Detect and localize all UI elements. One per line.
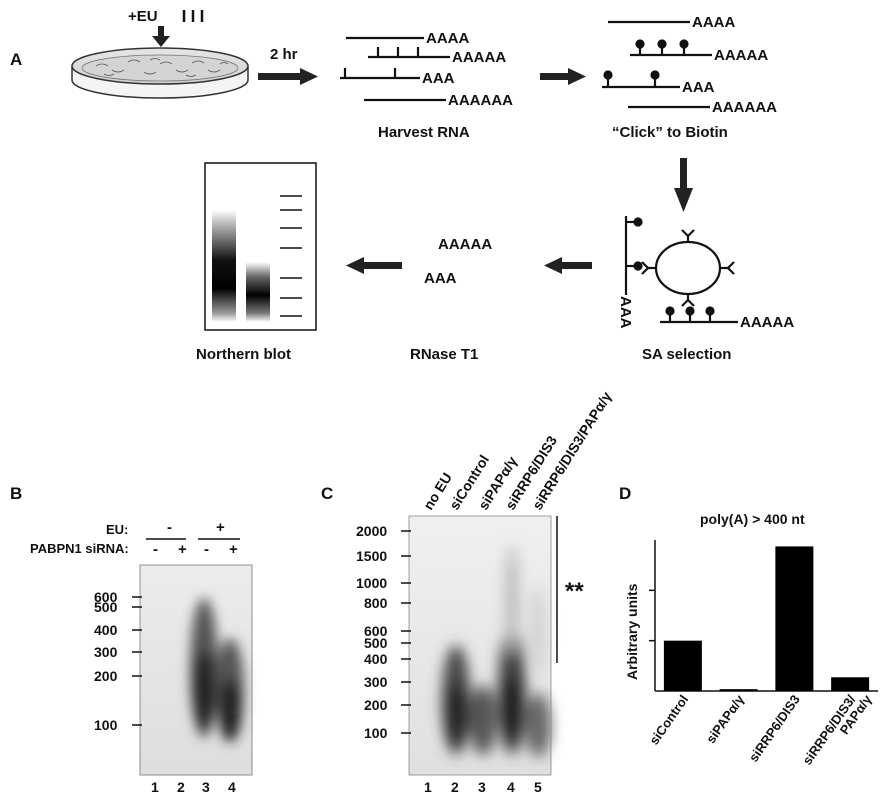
c-marker-1500: 1500 [356, 548, 388, 564]
c-marker-400: 400 [364, 651, 388, 667]
c-lane-3: 3 [478, 779, 486, 795]
c-lane-label-3: siPAPα/γ [475, 453, 520, 512]
c-lane-4: 4 [507, 779, 515, 795]
harvest-label: Harvest RNA [378, 124, 470, 141]
streptavidin-bead-icon [624, 216, 738, 324]
b-lane-1: 1 [151, 779, 159, 795]
c-marker-600: 600 [364, 623, 388, 639]
c-lane-label-4: siRRP6/DIS3 [502, 433, 560, 513]
bar [775, 546, 814, 691]
chart-axes [649, 540, 878, 692]
c-lane-5: 5 [534, 779, 542, 795]
tail-b5: AAAAA [714, 47, 768, 64]
time-label: 2 hr [270, 46, 298, 63]
c-lane-label-2: siControl [446, 452, 492, 513]
c-marker-300: 300 [364, 674, 388, 690]
tail-b3: AAA [682, 79, 715, 96]
sirna-state-4: + [229, 541, 238, 558]
left-arrow-icon [544, 257, 592, 274]
bar [663, 640, 702, 691]
eu-label: +EU [128, 8, 158, 25]
b-marker-100: 100 [94, 717, 118, 733]
sirna-state-2: + [178, 541, 187, 558]
c-marker-100: 100 [364, 725, 388, 741]
tail-a6: AAAAAA [448, 92, 513, 109]
chart-bars [663, 546, 870, 691]
eu-row-label: EU: [106, 522, 129, 537]
tail-c5: AAAAA [740, 314, 794, 331]
chart-ylabel: Arbitrary units [624, 583, 640, 680]
category-label: siPAPα/γ [703, 691, 748, 746]
c-lane-1: 1 [424, 779, 432, 795]
left-arrow-icon-2 [346, 257, 402, 274]
northern-label: Northern blot [196, 346, 291, 363]
down-arrow-icon-2 [674, 158, 693, 212]
right-arrow-icon-2 [540, 68, 586, 85]
tail-a5: AAAAA [452, 49, 506, 66]
chart-title: poly(A) > 400 nt [700, 511, 805, 527]
northern-blot-icon [204, 162, 317, 331]
panel-label-c: C [321, 484, 334, 503]
b-lane-3: 3 [202, 779, 210, 795]
tail-d5: AAAAA [438, 236, 492, 253]
click-label: “Click” to Biotin [612, 124, 728, 141]
right-arrow-icon [258, 68, 318, 85]
b-marker-300: 300 [94, 644, 118, 660]
b-marker-200: 200 [94, 668, 118, 684]
sirna-state-3: - [204, 541, 209, 558]
pabpn1-row-label: PABPN1 siRNA: [30, 541, 129, 556]
sirna-state-1: - [153, 541, 158, 558]
tail-b6: AAAAAA [712, 99, 777, 116]
category-label: siControl [646, 692, 691, 747]
bar [831, 677, 870, 691]
category-label: PAPα/γ [837, 691, 875, 737]
sa-label: SA selection [642, 346, 731, 363]
b-marker-400: 400 [94, 622, 118, 638]
tail-a4: AAAA [426, 30, 469, 47]
b-marker-500: 500 [94, 599, 118, 615]
c-lane-2: 2 [451, 779, 459, 795]
category-label: siRRP6/DIS3/ [799, 692, 858, 768]
bar [719, 689, 758, 691]
panel-label-a: A [10, 50, 23, 69]
panel-a-schematic: +EU 2 hr AAAA AAAAA AAA AAAAAA Harvest R… [71, 8, 794, 363]
tail-b4: AAAA [692, 14, 735, 31]
eu-state-minus: - [167, 519, 172, 536]
bead-tail-text: AAA [617, 296, 634, 329]
rnase-label: RNase T1 [410, 346, 478, 363]
down-arrow-icon [152, 26, 170, 47]
chart-category-labels: siControl siPAPα/γsiRRP6/DIS3siRRP6/DIS3/… [646, 691, 875, 767]
eu-ticks-icon [182, 10, 204, 22]
tail-a3: AAA [422, 70, 455, 87]
c-lane-label-5: siRRP6/DIS3/PAPα/γ [529, 389, 615, 513]
c-marker-500: 500 [364, 635, 388, 651]
rna-strands-harvest [340, 36, 450, 102]
c-lane-label-1: no EU [420, 470, 455, 513]
culture-dish-icon [71, 47, 249, 99]
b-marker-600: 600 [94, 589, 118, 605]
panel-label-d: D [619, 484, 632, 503]
c-marker-1000: 1000 [356, 575, 388, 591]
c-marker-800: 800 [364, 595, 388, 611]
panel-label-b: B [10, 484, 23, 503]
significance-marker: ** [565, 578, 584, 605]
b-lane-4: 4 [228, 779, 236, 795]
b-lane-2: 2 [177, 779, 185, 795]
category-label: siRRP6/DIS3 [746, 692, 803, 765]
eu-state-plus: + [216, 519, 225, 536]
c-marker-2000: 2000 [356, 523, 388, 539]
rna-strands-biotin [602, 20, 712, 109]
tail-d3: AAA [424, 270, 457, 287]
c-marker-200: 200 [364, 697, 388, 713]
